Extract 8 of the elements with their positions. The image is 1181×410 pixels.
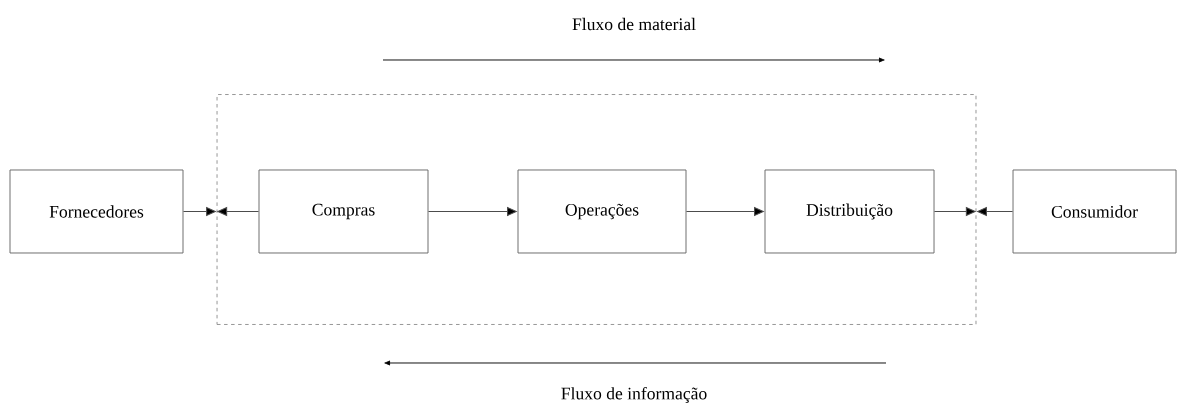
process-box: Consumidor xyxy=(1012,169,1177,254)
process-box: Distribuição xyxy=(764,169,935,254)
process-box: Fornecedores xyxy=(9,169,184,254)
process-box: Compras xyxy=(258,169,429,254)
flow-label: Fluxo de informação xyxy=(561,386,707,404)
process-box: Operações xyxy=(517,169,687,254)
boundary-box xyxy=(216,94,977,325)
flow-label: Fluxo de material xyxy=(572,17,696,31)
